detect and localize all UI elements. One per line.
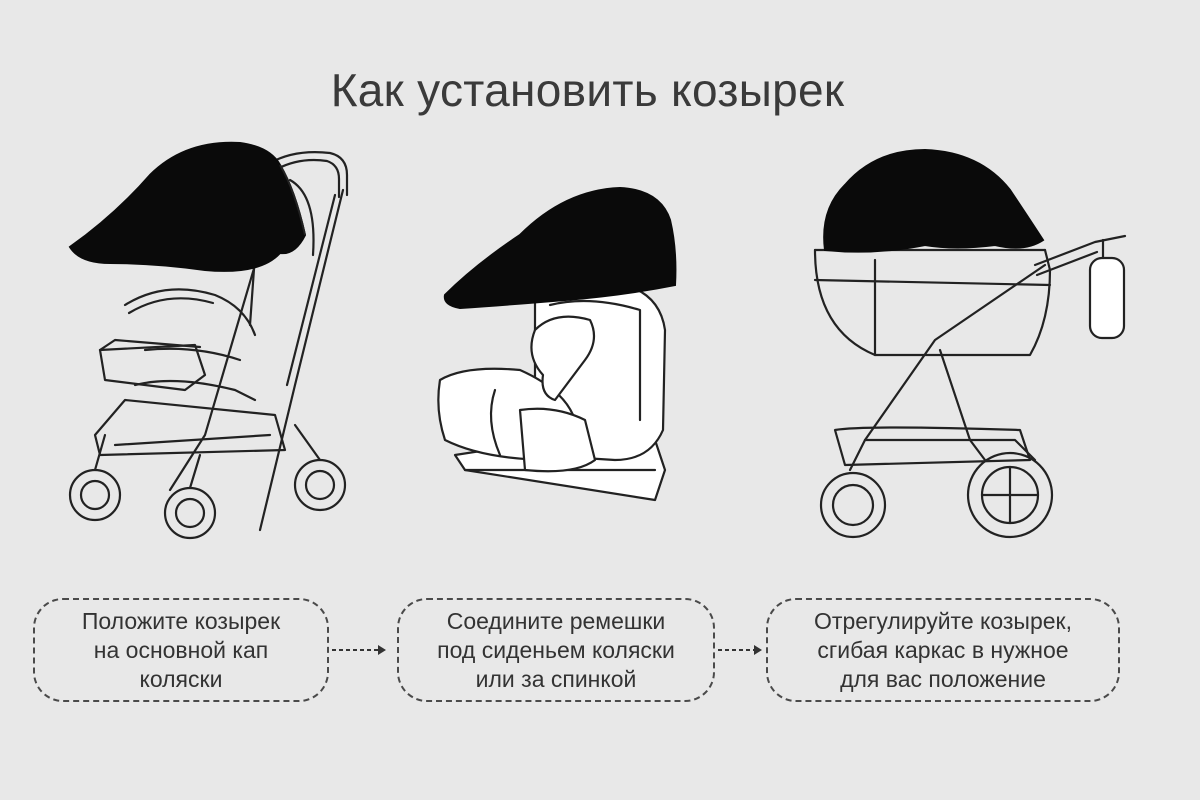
page-title: Как установить козырек [330, 63, 845, 116]
step-1-box: Положите козырек на основной кап коляски [33, 598, 329, 702]
arrow-right-icon [718, 642, 764, 658]
pram-illustration [805, 140, 1145, 550]
step-1-text: Положите козырек на основной кап коляски [81, 607, 281, 692]
car-seat-illustration [425, 170, 695, 520]
step-3-text: Отрегулируйте козырек, сгибая каркас в н… [814, 607, 1072, 692]
arrow-right-icon [332, 642, 388, 658]
step-3-box: Отрегулируйте козырек, сгибая каркас в н… [766, 598, 1120, 702]
step-2-box: Соедините ремешки под сиденьем коляски и… [397, 598, 715, 702]
step-2-text: Соедините ремешки под сиденьем коляски и… [437, 607, 675, 692]
stroller-illustration [55, 135, 365, 555]
